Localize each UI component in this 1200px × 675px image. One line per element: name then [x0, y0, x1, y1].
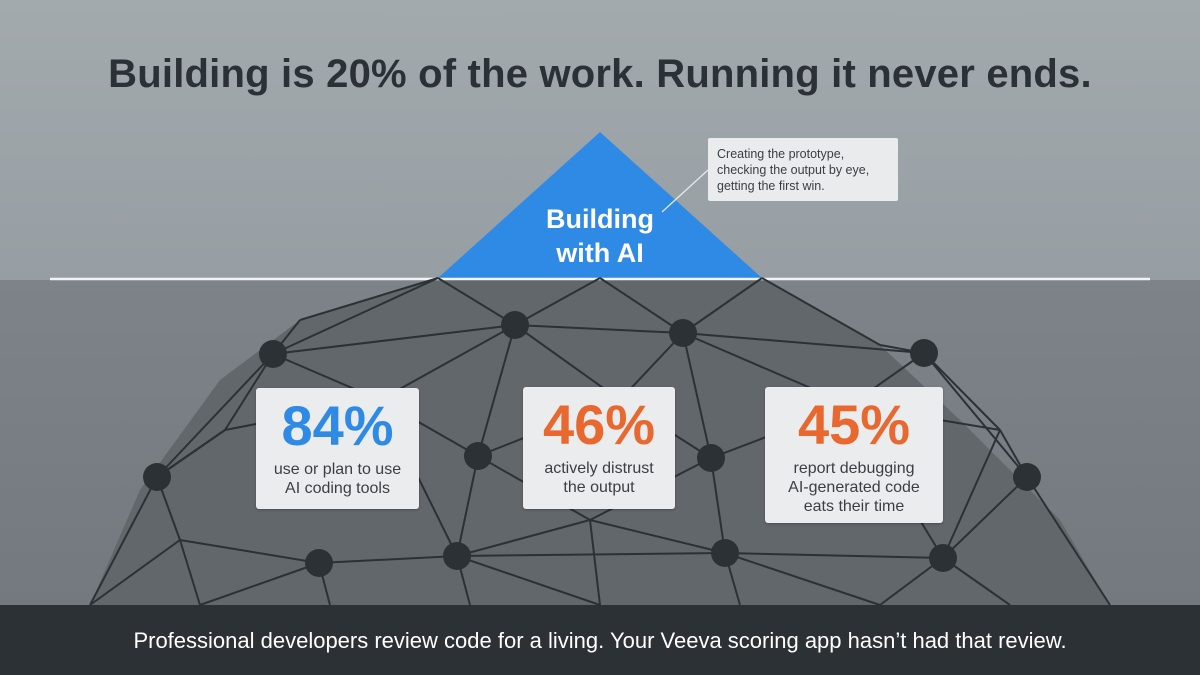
footer-text: Professional developers review code for … [133, 628, 1067, 653]
network-edge [682, 332, 712, 459]
stat-desc-line1: use or plan to use [273, 461, 402, 478]
stat-desc-line1: report debugging [793, 460, 915, 477]
network-edge [456, 455, 479, 557]
tip-label-line1: Building [546, 204, 654, 234]
network-node [711, 539, 739, 567]
callout-line2: checking the output by eye, [717, 163, 870, 177]
network-edge [272, 324, 516, 355]
network-node [910, 339, 938, 367]
stat-desc-line2: AI-generated code [788, 479, 920, 496]
network-edge [514, 277, 601, 326]
stat-card-ai-usage: 84% use or plan to use AI coding tools [256, 388, 419, 509]
network-node [929, 544, 957, 572]
network-edge [477, 324, 516, 457]
network-edge [514, 324, 684, 334]
network-edge [682, 332, 925, 354]
callout-leader [661, 169, 709, 213]
network-edge [156, 353, 274, 478]
stat-value: 84% [281, 394, 394, 457]
network-edge [179, 539, 201, 606]
network-edge [179, 539, 320, 564]
network-node [669, 319, 697, 347]
network-edge [1026, 476, 1111, 606]
network-node [1013, 463, 1041, 491]
callout-line3: getting the first win. [717, 179, 825, 193]
headline: Building is 20% of the work. Running it … [108, 52, 1092, 96]
network-node [305, 549, 333, 577]
stat-description: use or plan to use AI coding tools [256, 460, 419, 498]
stat-description: actively distrust the output [523, 459, 675, 497]
network-edge [199, 562, 320, 606]
network-edge [437, 277, 516, 326]
callout-line1: Creating the prototype, [717, 147, 845, 161]
network-edge [923, 352, 1028, 478]
stat-desc-line2: the output [563, 479, 635, 496]
network-nodes [143, 311, 1041, 577]
network-edge [456, 519, 591, 557]
network-edge [724, 552, 944, 559]
network-node [143, 463, 171, 491]
network-node [259, 340, 287, 368]
network-edge [456, 552, 726, 557]
network-edge [682, 277, 763, 334]
network-edge [589, 519, 601, 606]
network-node [501, 311, 529, 339]
footer-bar: Professional developers review code for … [0, 605, 1200, 675]
stat-description: report debugging AI-generated code eats … [765, 459, 943, 516]
network-edge [456, 555, 601, 606]
network-edge [299, 277, 439, 321]
network-edge [379, 324, 516, 401]
network-edge [710, 457, 726, 554]
network-edge [589, 519, 726, 554]
stat-desc-line3: eats their time [803, 498, 905, 515]
network-edge [272, 277, 439, 355]
network-edge [599, 277, 684, 334]
stat-value: 46% [542, 393, 656, 456]
network-node [464, 442, 492, 470]
tip-label: Building with AI [455, 202, 745, 270]
stat-card-debugging: 45% report debugging AI-generated code e… [765, 387, 943, 523]
stat-value: 45% [797, 393, 911, 456]
network-edge [942, 476, 1028, 559]
network-node [443, 542, 471, 570]
network-edge [224, 353, 274, 431]
iceberg-tip [438, 132, 762, 278]
network-edge [923, 352, 1001, 431]
network-node [697, 444, 725, 472]
network-edge [724, 552, 881, 606]
network-edge [761, 277, 881, 346]
tip-label-line2: with AI [556, 238, 644, 268]
stat-desc-line1: actively distrust [544, 460, 654, 477]
network-edge [318, 555, 458, 564]
network-edge [89, 539, 181, 606]
stat-card-distrust: 46% actively distrust the output [523, 387, 675, 509]
tip-callout: Creating the prototype, checking the out… [708, 138, 898, 201]
network-edge [89, 476, 158, 606]
stat-desc-line2: AI coding tools [285, 480, 390, 497]
network-edge [942, 429, 1001, 559]
